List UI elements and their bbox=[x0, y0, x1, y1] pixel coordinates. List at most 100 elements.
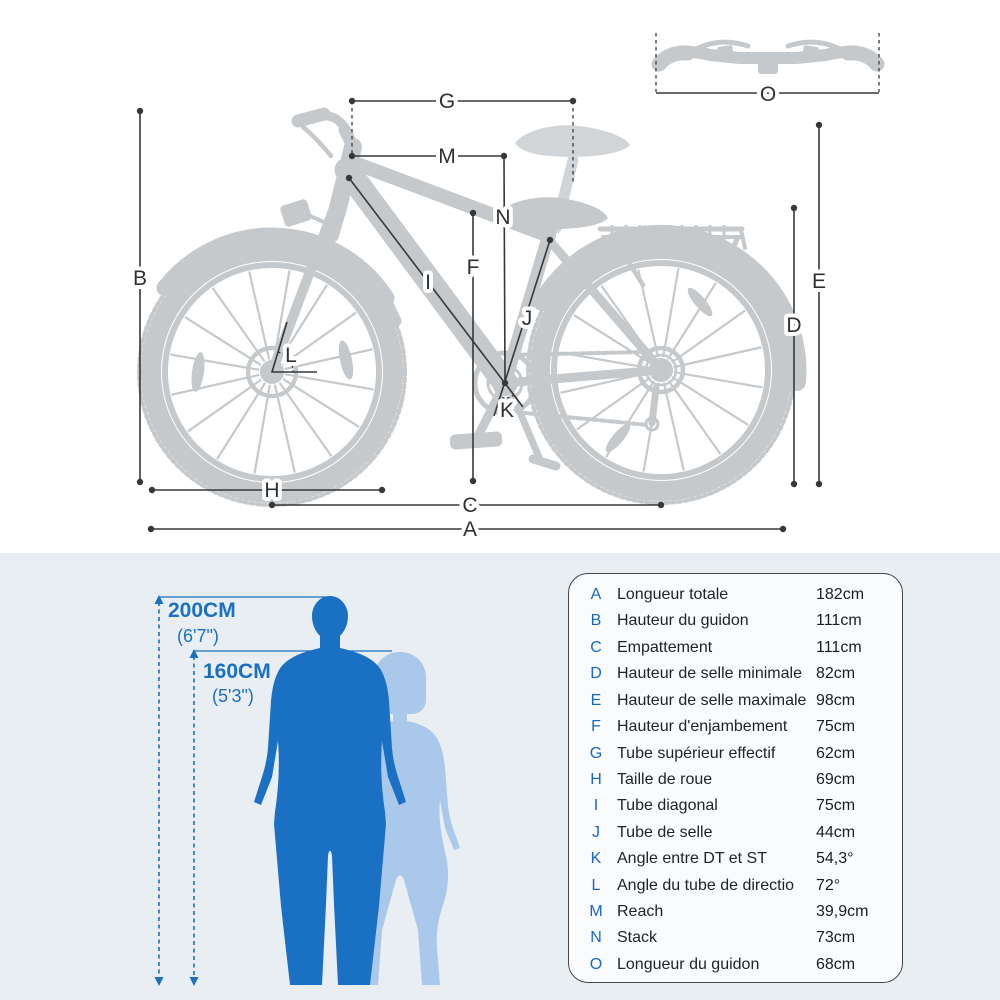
row-value: 75cm bbox=[816, 797, 856, 815]
row-label: Taille de roue bbox=[617, 770, 713, 788]
short-height-cm: 160CM bbox=[203, 660, 271, 683]
table-row: M Reach 39,9cm bbox=[583, 904, 890, 920]
row-letter: J bbox=[592, 823, 600, 841]
headlight bbox=[280, 199, 312, 227]
table-row: C Empattement 111cm bbox=[583, 638, 890, 656]
row-letter: K bbox=[590, 850, 602, 868]
row-letter: N bbox=[590, 929, 602, 947]
row-value: 44cm bbox=[816, 823, 856, 841]
table-row: A Longueur totale 182cm bbox=[583, 587, 890, 603]
row-value: 68cm bbox=[816, 955, 856, 973]
seat-stay bbox=[544, 235, 666, 375]
handlebar-top-view bbox=[651, 39, 885, 74]
saddle-max-position bbox=[515, 125, 630, 157]
bell bbox=[802, 45, 819, 57]
dim-label-J: J bbox=[522, 307, 533, 330]
row-letter: A bbox=[590, 586, 602, 603]
spoke-reflector bbox=[338, 340, 354, 380]
spoke-reflector bbox=[605, 423, 631, 453]
fork bbox=[267, 203, 339, 377]
bike-silhouette bbox=[137, 39, 885, 507]
row-value: 111cm bbox=[816, 638, 862, 656]
row-letter: M bbox=[589, 903, 603, 921]
row-value: 72° bbox=[816, 876, 841, 894]
row-value: 75cm bbox=[816, 718, 856, 736]
dim-label-A: A bbox=[463, 518, 477, 541]
crank-arm bbox=[471, 378, 510, 445]
dim-label-N: N bbox=[495, 206, 510, 229]
chain-stay bbox=[500, 365, 666, 388]
row-label: Stack bbox=[617, 929, 658, 947]
row-label: Reach bbox=[617, 903, 664, 921]
row-value: 98cm bbox=[816, 691, 856, 709]
dim-label-M: M bbox=[438, 145, 456, 168]
row-letter: C bbox=[590, 638, 602, 656]
row-label: Angle entre DT et ST bbox=[617, 850, 767, 868]
male-silhouette bbox=[254, 596, 406, 985]
kickstand bbox=[509, 392, 545, 466]
stem bbox=[338, 124, 360, 156]
dim-label-L: L bbox=[285, 344, 297, 367]
row-value: 69cm bbox=[816, 770, 856, 788]
row-letter: O bbox=[589, 955, 603, 973]
row-value: 111cm bbox=[816, 612, 862, 630]
row-label: Angle du tube de directio bbox=[617, 876, 795, 894]
dim-label-K: K bbox=[500, 399, 514, 422]
row-letter: E bbox=[590, 691, 602, 709]
short-height-ft: (5'3") bbox=[212, 686, 254, 706]
spoke-reflector bbox=[687, 287, 713, 317]
tall-height-cm: 200CM bbox=[168, 599, 236, 622]
row-label: Hauteur de selle minimale bbox=[617, 665, 802, 683]
row-value: 54,3° bbox=[816, 850, 854, 868]
table-row: F Hauteur d'enjambement 75cm bbox=[583, 719, 890, 735]
row-label: Longueur du guidon bbox=[617, 955, 760, 973]
dim-label-B: B bbox=[133, 267, 147, 290]
row-letter: L bbox=[591, 876, 601, 894]
dim-label-H: H bbox=[264, 479, 279, 502]
row-value: 39,9cm bbox=[816, 903, 869, 921]
front-wheel bbox=[137, 237, 407, 507]
dim-label-E: E bbox=[812, 270, 826, 293]
stem-top bbox=[758, 57, 778, 74]
row-value: 182cm bbox=[816, 586, 865, 603]
dim-label-G: G bbox=[439, 90, 455, 113]
row-label: Empattement bbox=[617, 638, 713, 656]
row-value: 82cm bbox=[816, 665, 856, 683]
table-row: L Angle du tube de directio 72° bbox=[583, 876, 890, 894]
row-label: Longueur totale bbox=[617, 586, 729, 603]
row-value: 73cm bbox=[816, 929, 856, 947]
row-label: Hauteur d'enjambement bbox=[617, 718, 788, 736]
dim-label-D: D bbox=[786, 314, 801, 337]
front-fender bbox=[156, 227, 395, 307]
size-guide: 200CM (6'7") 160CM (5'3") bbox=[154, 595, 460, 986]
dim-label-I: I bbox=[425, 271, 431, 294]
row-label: Hauteur du guidon bbox=[617, 612, 749, 630]
row-label: Tube supérieur effectif bbox=[617, 744, 776, 762]
tall-height-ft: (6'7") bbox=[177, 626, 219, 646]
table-row: N Stack 73cm bbox=[583, 930, 890, 946]
table-row: K Angle entre DT et ST 54,3° bbox=[583, 851, 890, 867]
dim-label-O: O bbox=[760, 83, 776, 106]
cockpit bbox=[280, 107, 360, 227]
dimension-overlay: G M N F I J K L B H C A D E O bbox=[129, 33, 880, 545]
brake-lever bbox=[300, 124, 334, 159]
row-letter: F bbox=[591, 718, 601, 736]
saddle-min-position bbox=[497, 197, 608, 230]
crankset bbox=[449, 350, 561, 471]
row-letter: G bbox=[589, 744, 603, 762]
pedal bbox=[449, 431, 503, 450]
shifter-pod bbox=[717, 45, 734, 57]
table-row: O Longueur du guidon 68cm bbox=[583, 955, 890, 973]
dim-label-F: F bbox=[467, 256, 480, 279]
row-label: Tube diagonal bbox=[617, 797, 718, 815]
